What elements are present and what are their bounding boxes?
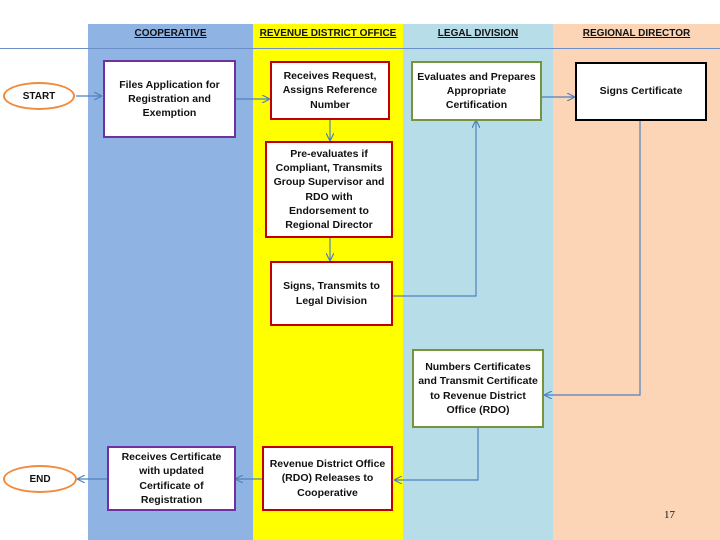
lane-title-revenue-district-office: REVENUE DISTRICT OFFICE: [259, 28, 397, 39]
header-divider: [0, 48, 720, 49]
step-pre-evaluates: Pre-evaluates if Compliant, Transmits Gr…: [265, 141, 393, 238]
lane-title-regional-director: REGIONAL DIRECTOR: [582, 28, 691, 39]
lane-title-legal-division: LEGAL DIVISION: [437, 28, 519, 39]
step-signs-certificate: Signs Certificate: [575, 62, 707, 121]
arrow-signs-certificate-to-numbers: [545, 121, 641, 395]
step-files-application: Files Application for Registration and E…: [103, 60, 236, 138]
step-receives-request: Receives Request, Assigns Reference Numb…: [270, 61, 390, 120]
step-numbers-certificates: Numbers Certificates and Transmit Certif…: [412, 349, 544, 428]
page-number: 17: [664, 509, 675, 521]
end-terminal: END: [3, 465, 77, 493]
step-signs-transmits: Signs, Transmits to Legal Division: [270, 261, 393, 326]
step-receives-certificate: Receives Certificate with updated Certif…: [107, 446, 236, 511]
step-evaluates-prepares: Evaluates and Prepares Appropriate Certi…: [411, 61, 542, 121]
step-rdo-releases: Revenue District Office (RDO) Releases t…: [262, 446, 393, 511]
arrow-signs-to-evaluates: [393, 121, 476, 297]
arrow-numbers-to-rdo-releases: [395, 428, 479, 480]
start-terminal: START: [3, 82, 75, 110]
lane-title-cooperative: COOPERATIVE: [134, 28, 207, 39]
